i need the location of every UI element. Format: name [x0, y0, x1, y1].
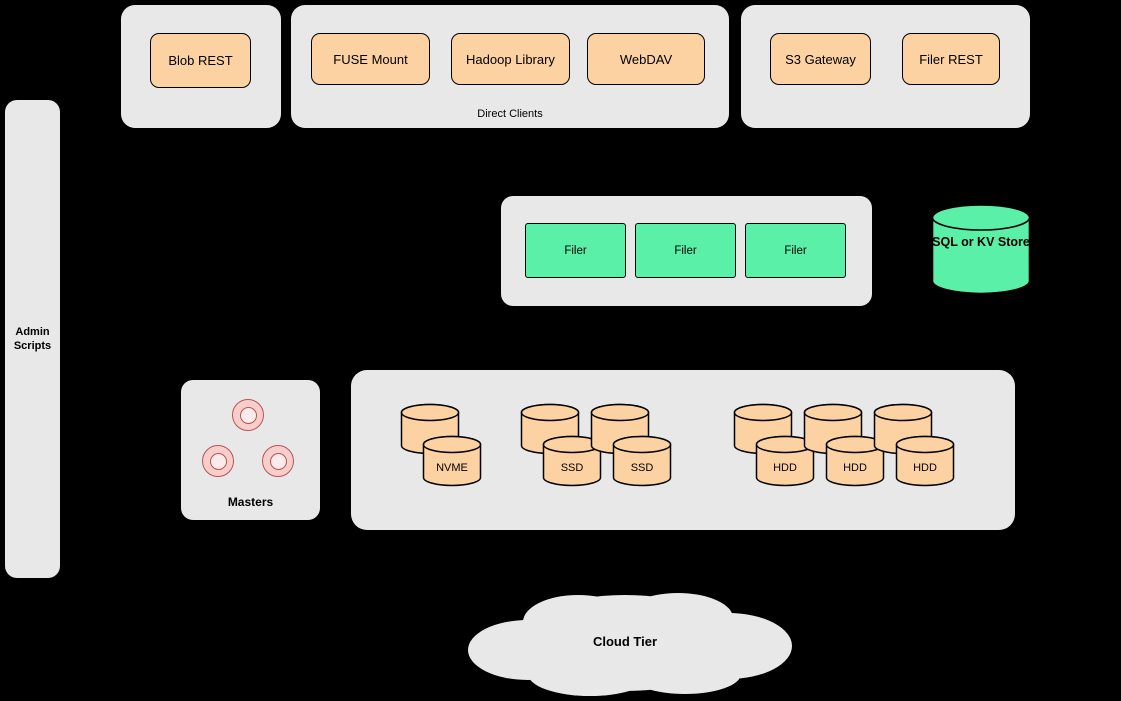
storage-label: HDD [913, 462, 937, 474]
volume-servers-group: NVME SSD SSD [351, 370, 1015, 530]
disk-cylinder-icon [422, 435, 482, 487]
disk-cylinder-icon [825, 435, 885, 487]
storage-stack-ssd: SSD [590, 403, 672, 489]
storage-stack-nvme: NVME [400, 403, 482, 489]
node-filer: Filer [745, 223, 846, 278]
direct-clients-label: Direct Clients [477, 108, 543, 120]
storage-label: HDD [773, 462, 797, 474]
gateway-group: S3 Gateway Filer REST [741, 5, 1030, 128]
node-fuse-mount: FUSE Mount [311, 33, 430, 85]
node-filer-rest: Filer REST [902, 33, 1000, 85]
cloud-tier-label: Cloud Tier [592, 634, 658, 649]
sql-kv-store: SQL or KV Store [931, 203, 1031, 296]
masters-group: Masters [181, 380, 320, 520]
disk-cylinder-icon [590, 403, 650, 455]
node-hadoop-library: Hadoop Library [451, 33, 570, 85]
storage-stack-hdd: HDD [803, 403, 885, 489]
blob-rest-group: Blob REST [121, 5, 281, 128]
disk-cylinder-icon [755, 435, 815, 487]
cloud-tier: Cloud Tier [440, 588, 810, 698]
sql-kv-store-label: SQL or KV Store [932, 235, 1030, 249]
master-node-icon [262, 445, 294, 477]
masters-label: Masters [227, 495, 274, 509]
storage-label: NVME [436, 462, 468, 474]
node-s3-gateway: S3 Gateway [770, 33, 871, 85]
disk-cylinder-icon [612, 435, 672, 487]
master-node-icon [232, 399, 264, 431]
cloud-icon [468, 593, 792, 696]
master-node-icon [202, 445, 234, 477]
filer-group: Filer Filer Filer [501, 196, 872, 306]
disk-cylinder-icon [400, 403, 460, 455]
storage-stack-hdd: HDD [733, 403, 815, 489]
node-webdav: WebDAV [587, 33, 705, 85]
storage-label: SSD [630, 462, 654, 474]
master-node-inner-ring [209, 452, 227, 470]
storage-label: SSD [560, 462, 584, 474]
node-filer: Filer [525, 223, 626, 278]
storage-stack-hdd: HDD [873, 403, 955, 489]
storage-label: HDD [843, 462, 867, 474]
direct-clients-group: FUSE Mount Hadoop Library WebDAV Direct … [291, 5, 729, 128]
database-cylinder-icon [931, 204, 1031, 295]
node-filer: Filer [635, 223, 736, 278]
storage-stack-ssd: SSD [520, 403, 602, 489]
node-blob-rest: Blob REST [150, 33, 251, 88]
disk-cylinder-icon [895, 435, 955, 487]
admin-scripts-bar: Admin Scripts [5, 100, 60, 578]
master-node-inner-ring [269, 452, 287, 470]
master-node-inner-ring [239, 406, 257, 424]
